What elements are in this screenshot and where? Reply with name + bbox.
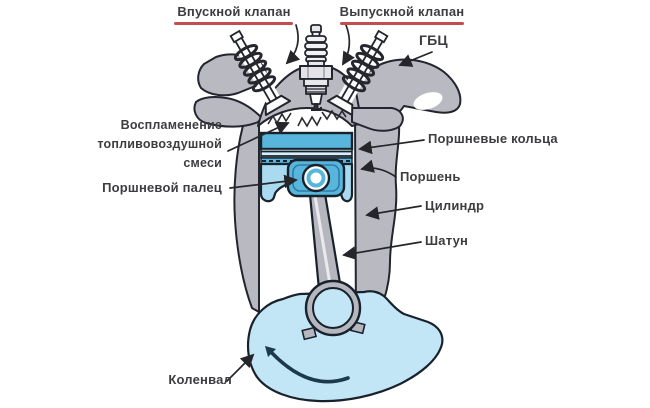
rod-bolt-tab-left: [301, 326, 318, 341]
label-cylinder: Цилиндр: [425, 198, 485, 213]
ignition-arrow: [227, 121, 290, 152]
callout-arrows: [226, 24, 433, 382]
exhaust-valve-arrow: [342, 24, 355, 66]
rotation-arrow: [265, 346, 350, 384]
connecting-rod-arrow: [342, 241, 422, 260]
intake-valve-underline: [174, 22, 293, 25]
piston-pin-arrow: [229, 174, 298, 189]
piston-arrow: [360, 159, 397, 178]
label-piston-pin: Поршневой палец: [102, 180, 222, 195]
crankshaft-arrow: [226, 353, 255, 382]
head-right-port-notch: [413, 92, 443, 110]
head-arrow: [398, 51, 433, 67]
label-exhaust-valve: Выпускной клапан: [339, 4, 465, 19]
intake-valve-arrow: [285, 24, 301, 65]
piston-rings-arrow: [358, 139, 425, 155]
label-piston: Поршень: [400, 169, 461, 184]
intake-valve-spring: [233, 44, 277, 93]
label-intake-valve: Впускной клапан: [177, 4, 291, 19]
exhaust-valve: [326, 29, 389, 116]
cylinder-arrow: [365, 205, 422, 220]
label-ignition-line3: смеси: [183, 156, 222, 170]
piston-pin-boss: [286, 158, 346, 198]
piston-crown: [259, 131, 354, 151]
label-piston-rings: Поршневые кольца: [428, 131, 558, 146]
label-crankshaft: Коленвал: [168, 372, 232, 387]
intake-valve: [229, 29, 292, 116]
exhaust-valve-underline: [340, 22, 464, 25]
label-ignition: Воспламенение топливовоздушной смеси: [86, 116, 222, 173]
label-ignition-line1: Воспламенение: [120, 118, 222, 132]
label-head: ГБЦ: [419, 32, 448, 48]
crank-journal: [312, 287, 354, 329]
ignition-sparks: [267, 109, 347, 128]
block-left-wall: [233, 119, 260, 313]
spark-plug: [299, 24, 333, 111]
label-ignition-line2: топливовоздушной: [97, 137, 222, 151]
head-right-lower-arm: [351, 107, 404, 132]
label-connecting-rod: Шатун: [425, 233, 469, 248]
